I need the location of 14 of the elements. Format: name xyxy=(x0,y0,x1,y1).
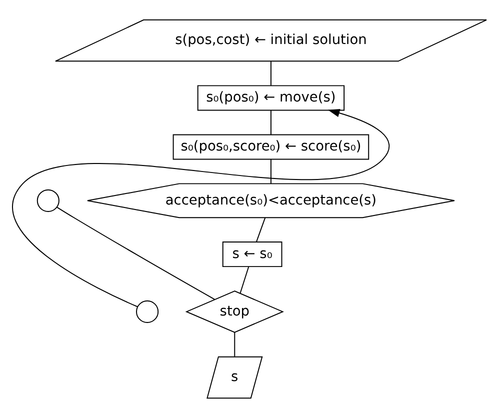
connector xyxy=(270,110,272,136)
node-circle xyxy=(136,300,159,323)
node-box: s₀(pos₀) ← move(s) xyxy=(197,85,345,111)
arrow xyxy=(12,109,390,308)
connector xyxy=(234,332,236,357)
node-box: s ← s₀ xyxy=(222,242,282,268)
node-circle xyxy=(36,189,60,212)
connector xyxy=(256,217,266,242)
connector xyxy=(240,266,250,294)
connector xyxy=(56,206,216,300)
connector xyxy=(270,158,272,184)
node-diamond: stop xyxy=(185,290,284,333)
node-box: s₀(pos₀,score₀) ← score(s₀) xyxy=(172,134,370,160)
connector xyxy=(270,60,272,86)
